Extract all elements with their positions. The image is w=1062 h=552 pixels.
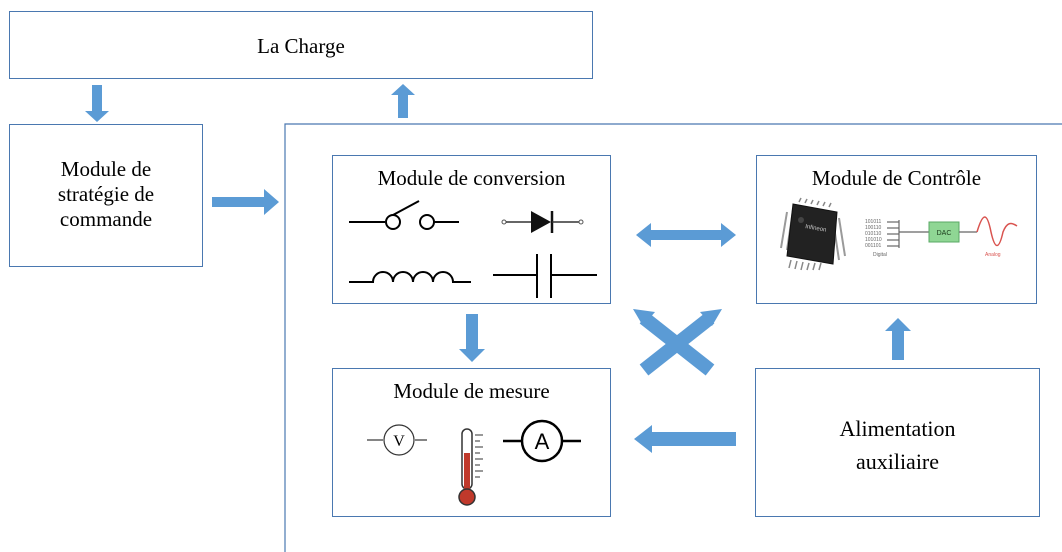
analog-label: Analog [985,252,1001,258]
arrowhead-cross-up-right [700,309,722,326]
digital-label: Digital [873,252,887,258]
svg-text:101011: 101011 [865,219,882,225]
ammeter-icon: A [503,419,581,463]
arrow-left-supply-to-measure [634,425,736,453]
svg-text:101010: 101010 [865,237,882,243]
measure-title: Module de mesure [393,379,550,403]
voltmeter-icon: V [367,424,427,456]
chip-icon: Infineon [780,197,846,271]
arrow-double-conversion-control [636,223,736,247]
supply-line1: Alimentation [839,416,956,441]
svg-text:010110: 010110 [865,231,882,237]
strategy-line1: Module de [60,157,152,181]
supply-box: Alimentation auxiliaire [755,368,1040,517]
arrow-up-supply-to-control [885,318,911,360]
strategy-line2: stratégie de [57,182,155,206]
svg-text:001101: 001101 [865,243,882,249]
control-title: Module de Contrôle [811,166,982,190]
arrow-down-conversion-to-measure [459,314,485,362]
arrow-right-strategy-to-system [212,189,279,215]
switch-icon [349,200,459,230]
conversion-title: Module de conversion [377,166,566,190]
conversion-box: Module de conversion [332,155,611,304]
svg-text:100110: 100110 [865,225,882,231]
supply-line2: auxiliaire [855,449,940,474]
dac-label: DAC [937,230,952,237]
ammeter-label: A [535,429,550,454]
arrowhead-cross-up-left [633,309,655,326]
thermometer-icon [458,428,483,506]
strategy-box: Module de stratégie de commande [9,124,203,267]
chip-brand-text: Infineon [805,224,827,234]
arrow-up-system-to-charge [391,84,415,118]
arrow-down-charge-to-strategy [85,85,109,122]
inductor-icon [349,271,471,283]
voltmeter-label: V [393,433,405,450]
strategy-line3: commande [59,207,153,231]
load-box: La Charge [9,11,593,79]
diode-icon [501,211,584,233]
load-title: La Charge [257,34,345,58]
measure-box: Module de mesure V A [332,368,611,517]
capacitor-icon [493,254,597,298]
